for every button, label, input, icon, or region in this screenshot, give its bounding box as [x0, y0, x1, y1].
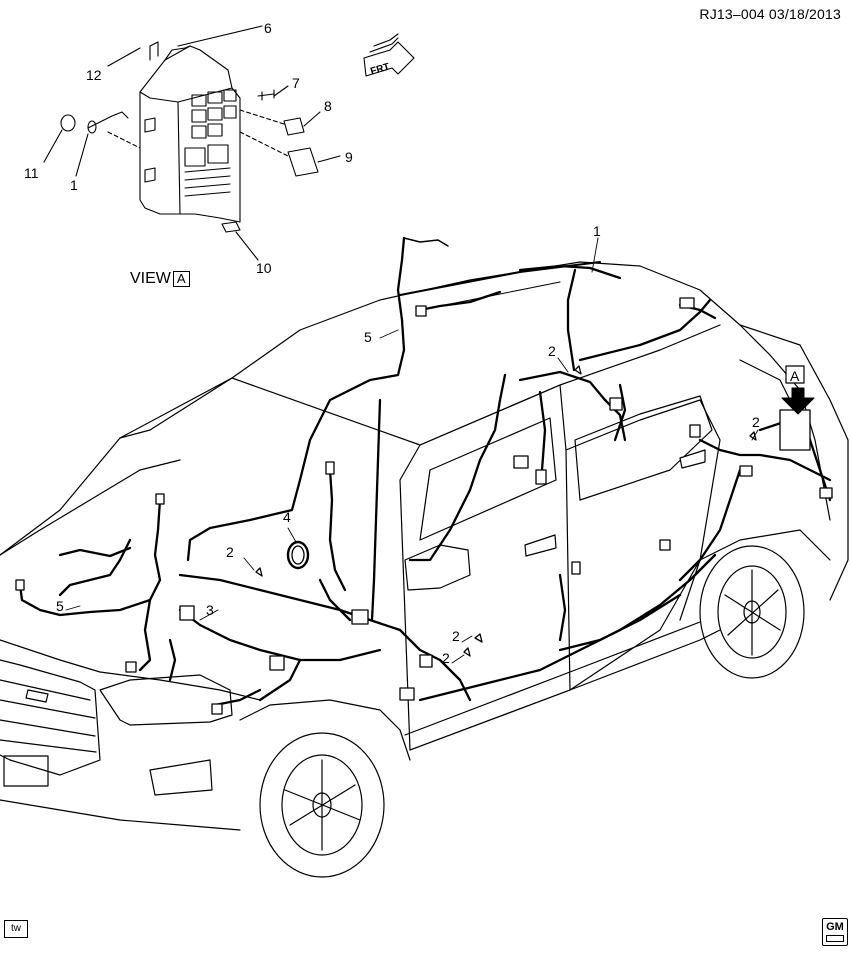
view-a-arrow-icon — [781, 365, 815, 415]
callout-9: 9 — [345, 149, 353, 165]
callout-labels: 6 7 8 9 10 11 12 1 1 2 2 2 2 2 3 4 5 5 F… — [24, 20, 800, 666]
document-id: RJ13–004 03/18/2013 — [699, 6, 841, 22]
callout-2-engine: 2 — [226, 544, 234, 560]
fuse-block-view — [43, 25, 341, 261]
view-label-letter: A — [172, 271, 190, 287]
tw-badge: tw — [4, 920, 28, 938]
callout-1-roof: 1 — [593, 223, 601, 239]
callout-2-rear: 2 — [752, 414, 760, 430]
wiring-harness — [18, 236, 832, 707]
callout-8: 8 — [324, 98, 332, 114]
view-marker-letter: A — [790, 368, 800, 384]
callout-2-floor-a: 2 — [452, 628, 460, 644]
callout-11: 11 — [24, 165, 39, 181]
vehicle-body — [0, 261, 849, 878]
gm-logo: GM — [822, 918, 848, 946]
callout-10: 10 — [256, 260, 272, 276]
callout-5-front: 5 — [56, 598, 64, 614]
gm-logo-text: GM — [826, 921, 844, 933]
view-label-text: VIEW — [130, 270, 171, 287]
gm-logo-bar — [826, 935, 844, 942]
callout-2-roof: 2 — [548, 343, 556, 359]
callout-1-view: 1 — [70, 177, 78, 193]
callout-2-floor-b: 2 — [442, 650, 450, 666]
callout-4: 4 — [283, 509, 291, 525]
callout-6: 6 — [264, 20, 272, 36]
callout-12: 12 — [86, 67, 102, 83]
callout-5-roof: 5 — [364, 329, 372, 345]
callout-leaders — [65, 237, 759, 664]
view-a-label: VIEW A — [130, 270, 190, 288]
front-indicator-text: FRT — [369, 62, 391, 78]
front-arrow-icon — [363, 33, 415, 77]
callout-7: 7 — [292, 75, 300, 91]
callout-3: 3 — [206, 602, 214, 618]
